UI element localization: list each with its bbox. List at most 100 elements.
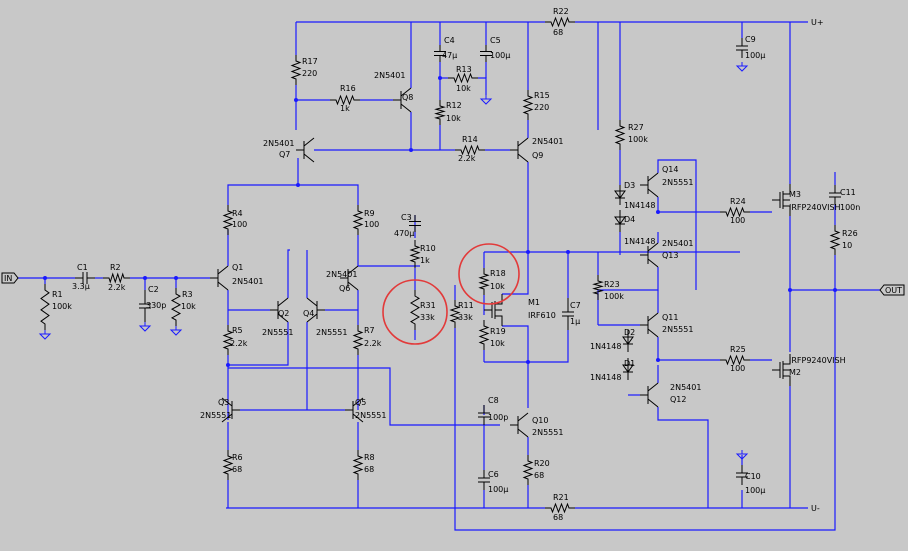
label-q1: Q1	[232, 263, 243, 272]
transistor-q10	[510, 412, 529, 438]
value-r20: 68	[534, 471, 544, 480]
resistor-r19	[478, 320, 490, 350]
value-r31: 33k	[420, 313, 435, 322]
value-r21: 68	[553, 513, 563, 522]
wires	[18, 21, 880, 531]
resistor-r25	[720, 354, 750, 366]
resistor-r6	[222, 450, 234, 480]
value-d3: 1N4148	[624, 201, 655, 210]
resistor-r15	[522, 90, 534, 120]
value-r6: 68	[232, 465, 242, 474]
value-r25: 100	[730, 364, 745, 373]
label-m1: M1	[528, 298, 540, 307]
resistor-r8	[352, 450, 364, 480]
value-r4: 100	[232, 220, 247, 229]
label-r23: R23	[604, 280, 620, 289]
value-r2: 2.2k	[108, 283, 126, 292]
label-q5: Q5	[355, 398, 366, 407]
capacitor-c7	[562, 298, 574, 330]
value-r26: 10	[842, 241, 852, 250]
value-c4: 47µ	[442, 51, 457, 60]
wire	[597, 267, 659, 325]
transistor-q8	[393, 87, 412, 113]
diode-d2	[622, 330, 634, 352]
label-c5: C5	[490, 36, 501, 45]
value-q14: 2N5551	[662, 178, 693, 187]
resistor-r10	[409, 240, 421, 268]
resistor-r17	[290, 55, 302, 85]
label-q14: Q14	[662, 165, 678, 174]
label-q6: Q6	[339, 284, 350, 293]
transistor-q6	[340, 265, 359, 291]
junction	[833, 288, 837, 292]
value-m1: IRF610	[528, 311, 556, 320]
wire	[484, 330, 569, 363]
port-in-label: IN	[4, 274, 12, 283]
label-r22: R22	[553, 7, 569, 16]
resistor-r31	[410, 290, 420, 330]
value-r19: 10k	[490, 339, 505, 348]
value-c9: 100µ	[745, 51, 765, 60]
resistor-r2	[103, 272, 130, 284]
junction	[409, 148, 413, 152]
wire	[657, 407, 709, 508]
value-r16: 1k	[340, 104, 350, 113]
highlight-circle-r18	[458, 243, 520, 305]
ground-symbol	[169, 326, 183, 336]
mosfet-m2	[772, 354, 791, 386]
label-c2: C2	[148, 285, 159, 294]
value-r5: 2.2k	[230, 339, 248, 348]
label-d4: D4	[624, 215, 635, 224]
diode-d3	[614, 185, 626, 205]
label-r17: R17	[302, 57, 318, 66]
value-c1: 3.3µ	[72, 282, 90, 291]
port-out: OUT	[879, 284, 905, 296]
highlight-circle-r31	[382, 279, 448, 345]
value-c2: 330p	[146, 301, 166, 310]
label-r14: R14	[462, 135, 478, 144]
label-r13: R13	[456, 65, 472, 74]
value-r15: 220	[534, 103, 549, 112]
label-q7: Q7	[279, 150, 290, 159]
port-out-label: OUT	[885, 286, 902, 295]
resistor-r11	[449, 300, 461, 328]
value-r11: 33k	[458, 313, 473, 322]
label-r5: R5	[232, 326, 243, 335]
value-r1: 100k	[52, 302, 72, 311]
wire	[502, 325, 529, 362]
junction	[526, 360, 530, 364]
label-r15: R15	[534, 91, 550, 100]
ground-symbol	[479, 95, 493, 105]
transistor-q3	[221, 397, 240, 423]
label-q11: Q11	[662, 313, 678, 322]
value-d4: 1N4148	[624, 237, 655, 246]
value-r18: 10k	[490, 282, 505, 291]
label-r21: R21	[553, 493, 569, 502]
ground-symbol	[38, 330, 52, 340]
ground-symbol	[138, 322, 152, 332]
transistor-q5	[345, 397, 364, 423]
label-r4: R4	[232, 209, 243, 218]
diode-d4	[614, 210, 626, 232]
label-q13: Q13	[662, 251, 678, 260]
value-d2: 1N4148	[590, 342, 621, 351]
junction	[656, 210, 660, 214]
resistor-r20	[522, 455, 534, 485]
label-r1: R1	[52, 290, 63, 299]
value-q13: 2N5401	[662, 239, 693, 248]
resistor-r26	[829, 225, 841, 255]
label-r9: R9	[364, 209, 375, 218]
value-q4: 2N5551	[316, 328, 347, 337]
resistor-r3	[170, 288, 182, 326]
label-q10: Q10	[532, 416, 548, 425]
label-r31: R31	[420, 301, 436, 310]
resistor-r24	[720, 206, 750, 218]
capacitor-c1	[75, 272, 95, 284]
value-r9: 100	[364, 220, 379, 229]
value-q10: 2N5551	[532, 428, 563, 437]
transistor-q11	[640, 312, 659, 338]
label-r2: R2	[110, 263, 121, 272]
